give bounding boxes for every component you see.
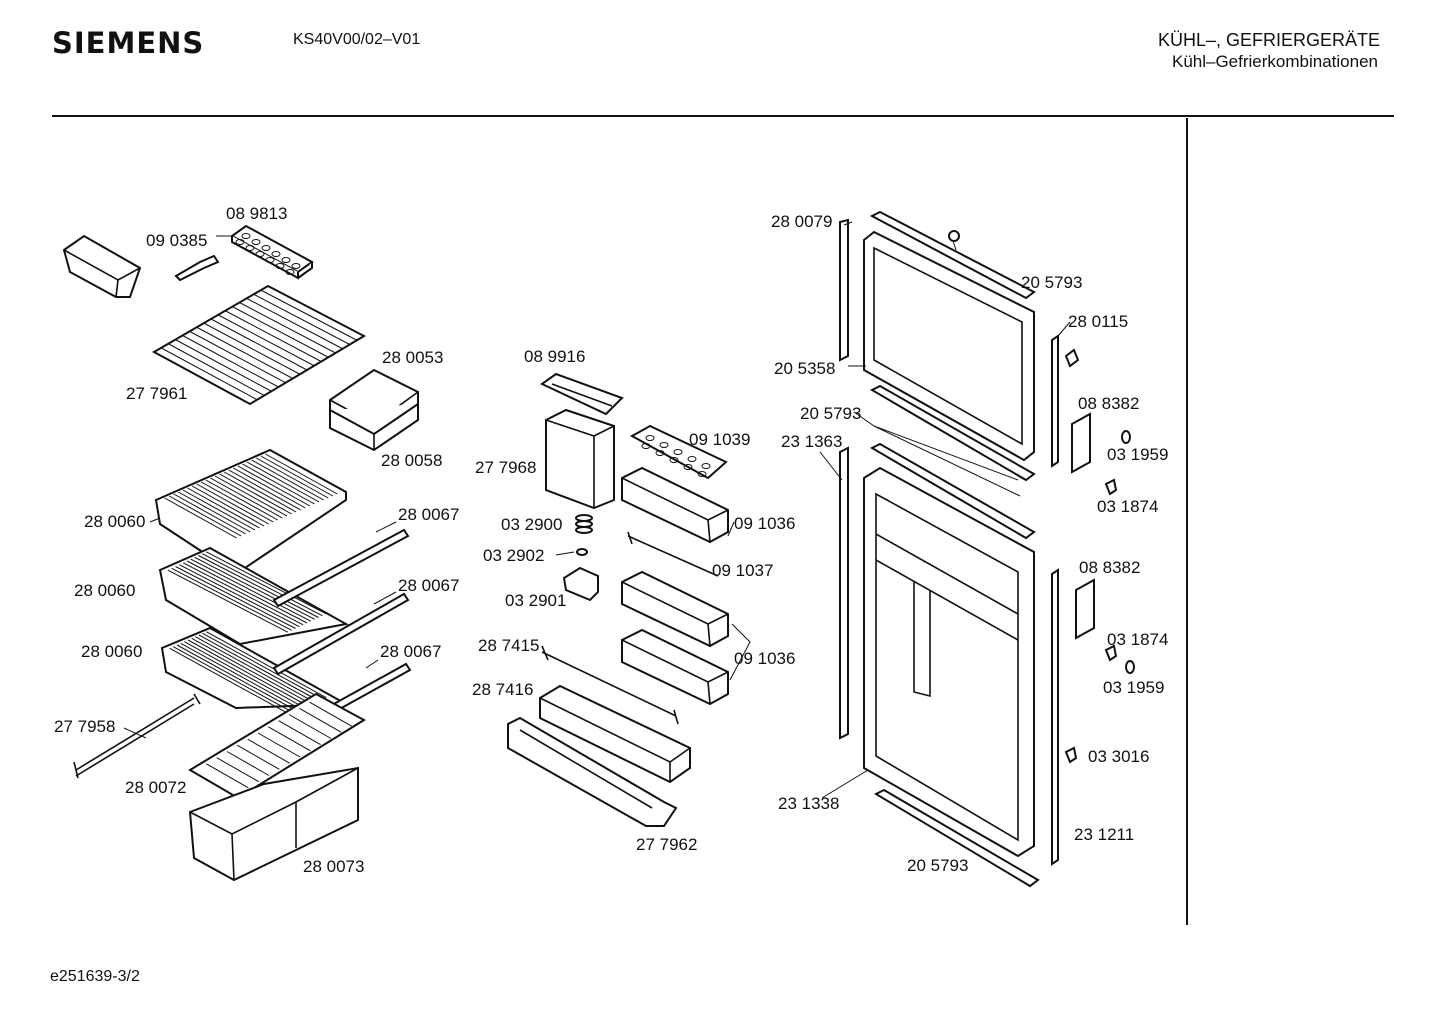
left-gasket-upper [839, 218, 849, 362]
part-number-label: 20 5793 [907, 856, 968, 875]
part-number-label: 03 1959 [1107, 445, 1168, 464]
ice-scoop [174, 254, 220, 282]
egg-holder [629, 424, 728, 480]
bottle-shelf [539, 684, 691, 784]
left-gasket-lower [839, 446, 849, 740]
part-number-label: 03 1874 [1097, 497, 1158, 516]
part-number-label: 09 1036 [734, 649, 795, 668]
part-number-label: 28 0058 [381, 451, 442, 470]
part-number-label: 09 1037 [712, 561, 773, 580]
ice-cube-tray [230, 224, 314, 280]
part-number-label: 03 2902 [483, 546, 544, 565]
part-number-label: 23 1338 [778, 794, 839, 813]
door-box [545, 408, 615, 510]
freezer-door [863, 230, 1035, 462]
ring-seal [576, 548, 588, 556]
right-gasket-lower [1051, 568, 1059, 866]
part-number-label: 03 1874 [1107, 630, 1168, 649]
butter-tray [62, 234, 142, 298]
part-number-label: 28 0073 [303, 857, 364, 876]
part-number-label: 28 0067 [398, 505, 459, 524]
storage-box [329, 368, 419, 452]
glass-shelves [154, 448, 350, 715]
part-number-label: 27 7958 [54, 717, 115, 736]
part-labels: 08 9813 09 0385 27 7961 28 0053 28 0058 28 00… [54, 204, 1168, 876]
part-number-label: 28 0072 [125, 778, 186, 797]
part-number-label: 28 0060 [84, 512, 145, 531]
door-shelf-upper [621, 466, 729, 544]
part-number-label: 28 0079 [771, 212, 832, 231]
part-number-label: 20 5358 [774, 359, 835, 378]
part-number-label: 20 5793 [800, 404, 861, 423]
bottom-door-hinge-strip [873, 788, 1040, 888]
part-number-label: 03 3016 [1088, 747, 1149, 766]
part-number-label: 28 0115 [1068, 312, 1128, 331]
document-id: e251639-3/2 [50, 968, 140, 985]
door-shelf-lower [621, 628, 729, 706]
category-title: KÜHL–, GEFRIERGERÄTE [1157, 30, 1380, 50]
top-door-hinge-strip [869, 210, 1036, 300]
part-number-label: 27 7961 [126, 384, 187, 403]
part-number-label: 27 7962 [636, 835, 697, 854]
model-number: KS40V00/02–V01 [293, 31, 421, 48]
part-number-label: 08 9813 [226, 204, 287, 223]
door-shelf-middle [621, 570, 729, 648]
part-number-label: 08 8382 [1079, 558, 1140, 577]
egg-tray-small [540, 372, 624, 416]
hinge-brackets [1071, 412, 1095, 640]
part-number-label: 28 7416 [472, 680, 533, 699]
header-divider [52, 115, 1394, 117]
fridge-door [863, 466, 1035, 858]
part-number-label: 09 1036 [734, 514, 795, 533]
part-number-label: 09 0385 [146, 231, 207, 250]
screws-and-washers [1064, 430, 1135, 764]
part-number-label: 03 2901 [505, 591, 566, 610]
part-number-label: 03 1959 [1103, 678, 1164, 697]
part-number-label: 28 0060 [81, 642, 142, 661]
crisper-cover [188, 692, 366, 800]
part-number-label: 23 1211 [1074, 825, 1134, 844]
part-number-label: 08 9916 [524, 347, 585, 366]
middle-strips [869, 384, 1036, 540]
part-number-label: 28 0053 [382, 348, 443, 367]
part-number-label: 20 5793 [1021, 273, 1082, 292]
bottle-guard [507, 716, 678, 827]
part-number-label: 03 2900 [501, 515, 562, 534]
part-number-label: 23 1363 [781, 432, 842, 451]
category-subtitle: Kühl–Gefrierkombinationen [1171, 52, 1378, 71]
support-rod [73, 693, 201, 779]
door-rod [627, 531, 719, 577]
part-number-label: 27 7968 [475, 458, 536, 477]
part-number-label: 08 8382 [1078, 394, 1139, 413]
leader-lines [123, 221, 1071, 799]
wire-grid-shelf [151, 284, 367, 406]
part-number-label: 28 0067 [398, 576, 459, 595]
right-margin-divider [1186, 118, 1188, 925]
thermostat-knob [562, 566, 599, 602]
part-number-label: 28 7415 [478, 636, 539, 655]
bottle-rod [541, 645, 679, 725]
spring [575, 514, 593, 534]
part-number-label: 28 0060 [74, 581, 135, 600]
part-number-label: 09 1039 [689, 430, 750, 449]
right-gasket-upper [1051, 334, 1080, 468]
crisper-drawers [188, 766, 359, 882]
part-number-label: 28 0067 [380, 642, 441, 661]
brand-logo: SIEMENS [52, 26, 205, 60]
